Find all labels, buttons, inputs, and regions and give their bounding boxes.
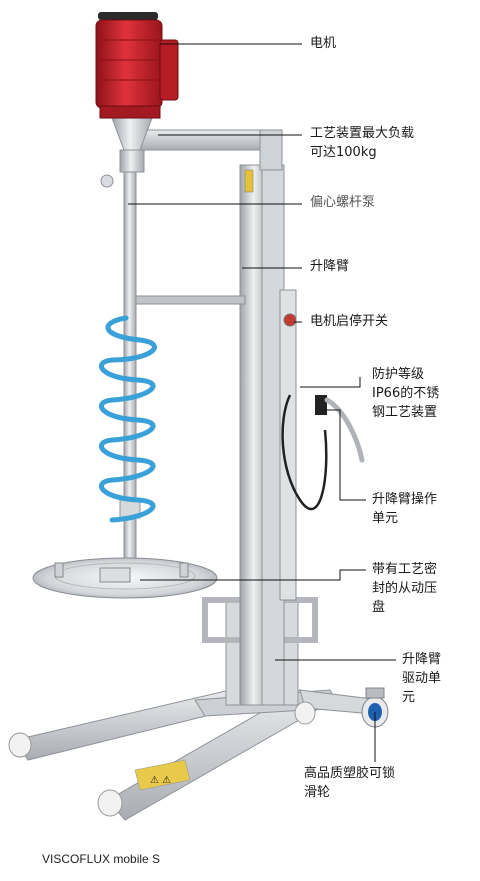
label-casters-line1: 高品质塑胶可锁 — [304, 766, 396, 781]
leader-lines — [128, 43, 396, 762]
label-operation-line1: 升降臂操作 — [372, 492, 438, 507]
svg-text:⚠ ⚠: ⚠ ⚠ — [150, 775, 171, 786]
label-enclosure-line3: 钢工艺装置 — [372, 405, 438, 420]
figure-caption: VISCOFLUX mobile S — [42, 852, 161, 866]
label-plate-line3: 盘 — [372, 600, 386, 615]
label-casters-line2: 滑轮 — [304, 785, 331, 800]
label-enclosure-line1: 防护等级 — [372, 367, 425, 382]
label-plate-line1: 带有工艺密 — [372, 562, 438, 577]
caster-wheels — [8, 687, 389, 817]
follower-plate — [32, 557, 218, 599]
hose-coil — [98, 315, 157, 523]
label-capacity-line1: 工艺装置最大负载 — [310, 126, 415, 141]
label-capacity-line2: 可达100kg — [310, 145, 377, 160]
label-drive-line1: 升降臂 — [402, 652, 442, 667]
label-enclosure-line2: IP66的不锈 — [372, 386, 440, 401]
lift-column — [202, 164, 318, 706]
label-lift-arm: 升降臂 — [310, 259, 350, 274]
label-operation-line2: 单元 — [372, 511, 399, 526]
motor — [95, 12, 179, 119]
label-pump: 偏心螺杆泵 — [310, 195, 376, 210]
label-motor: 电机 — [310, 36, 337, 51]
pump-shaft — [100, 117, 153, 578]
label-drive-line2: 驱动单 — [402, 671, 442, 686]
control-handle — [281, 394, 365, 510]
label-drive-line3: 元 — [402, 690, 416, 705]
label-plate-line2: 封的从动压 — [372, 581, 438, 596]
label-switch: 电机启停开关 — [310, 314, 389, 329]
